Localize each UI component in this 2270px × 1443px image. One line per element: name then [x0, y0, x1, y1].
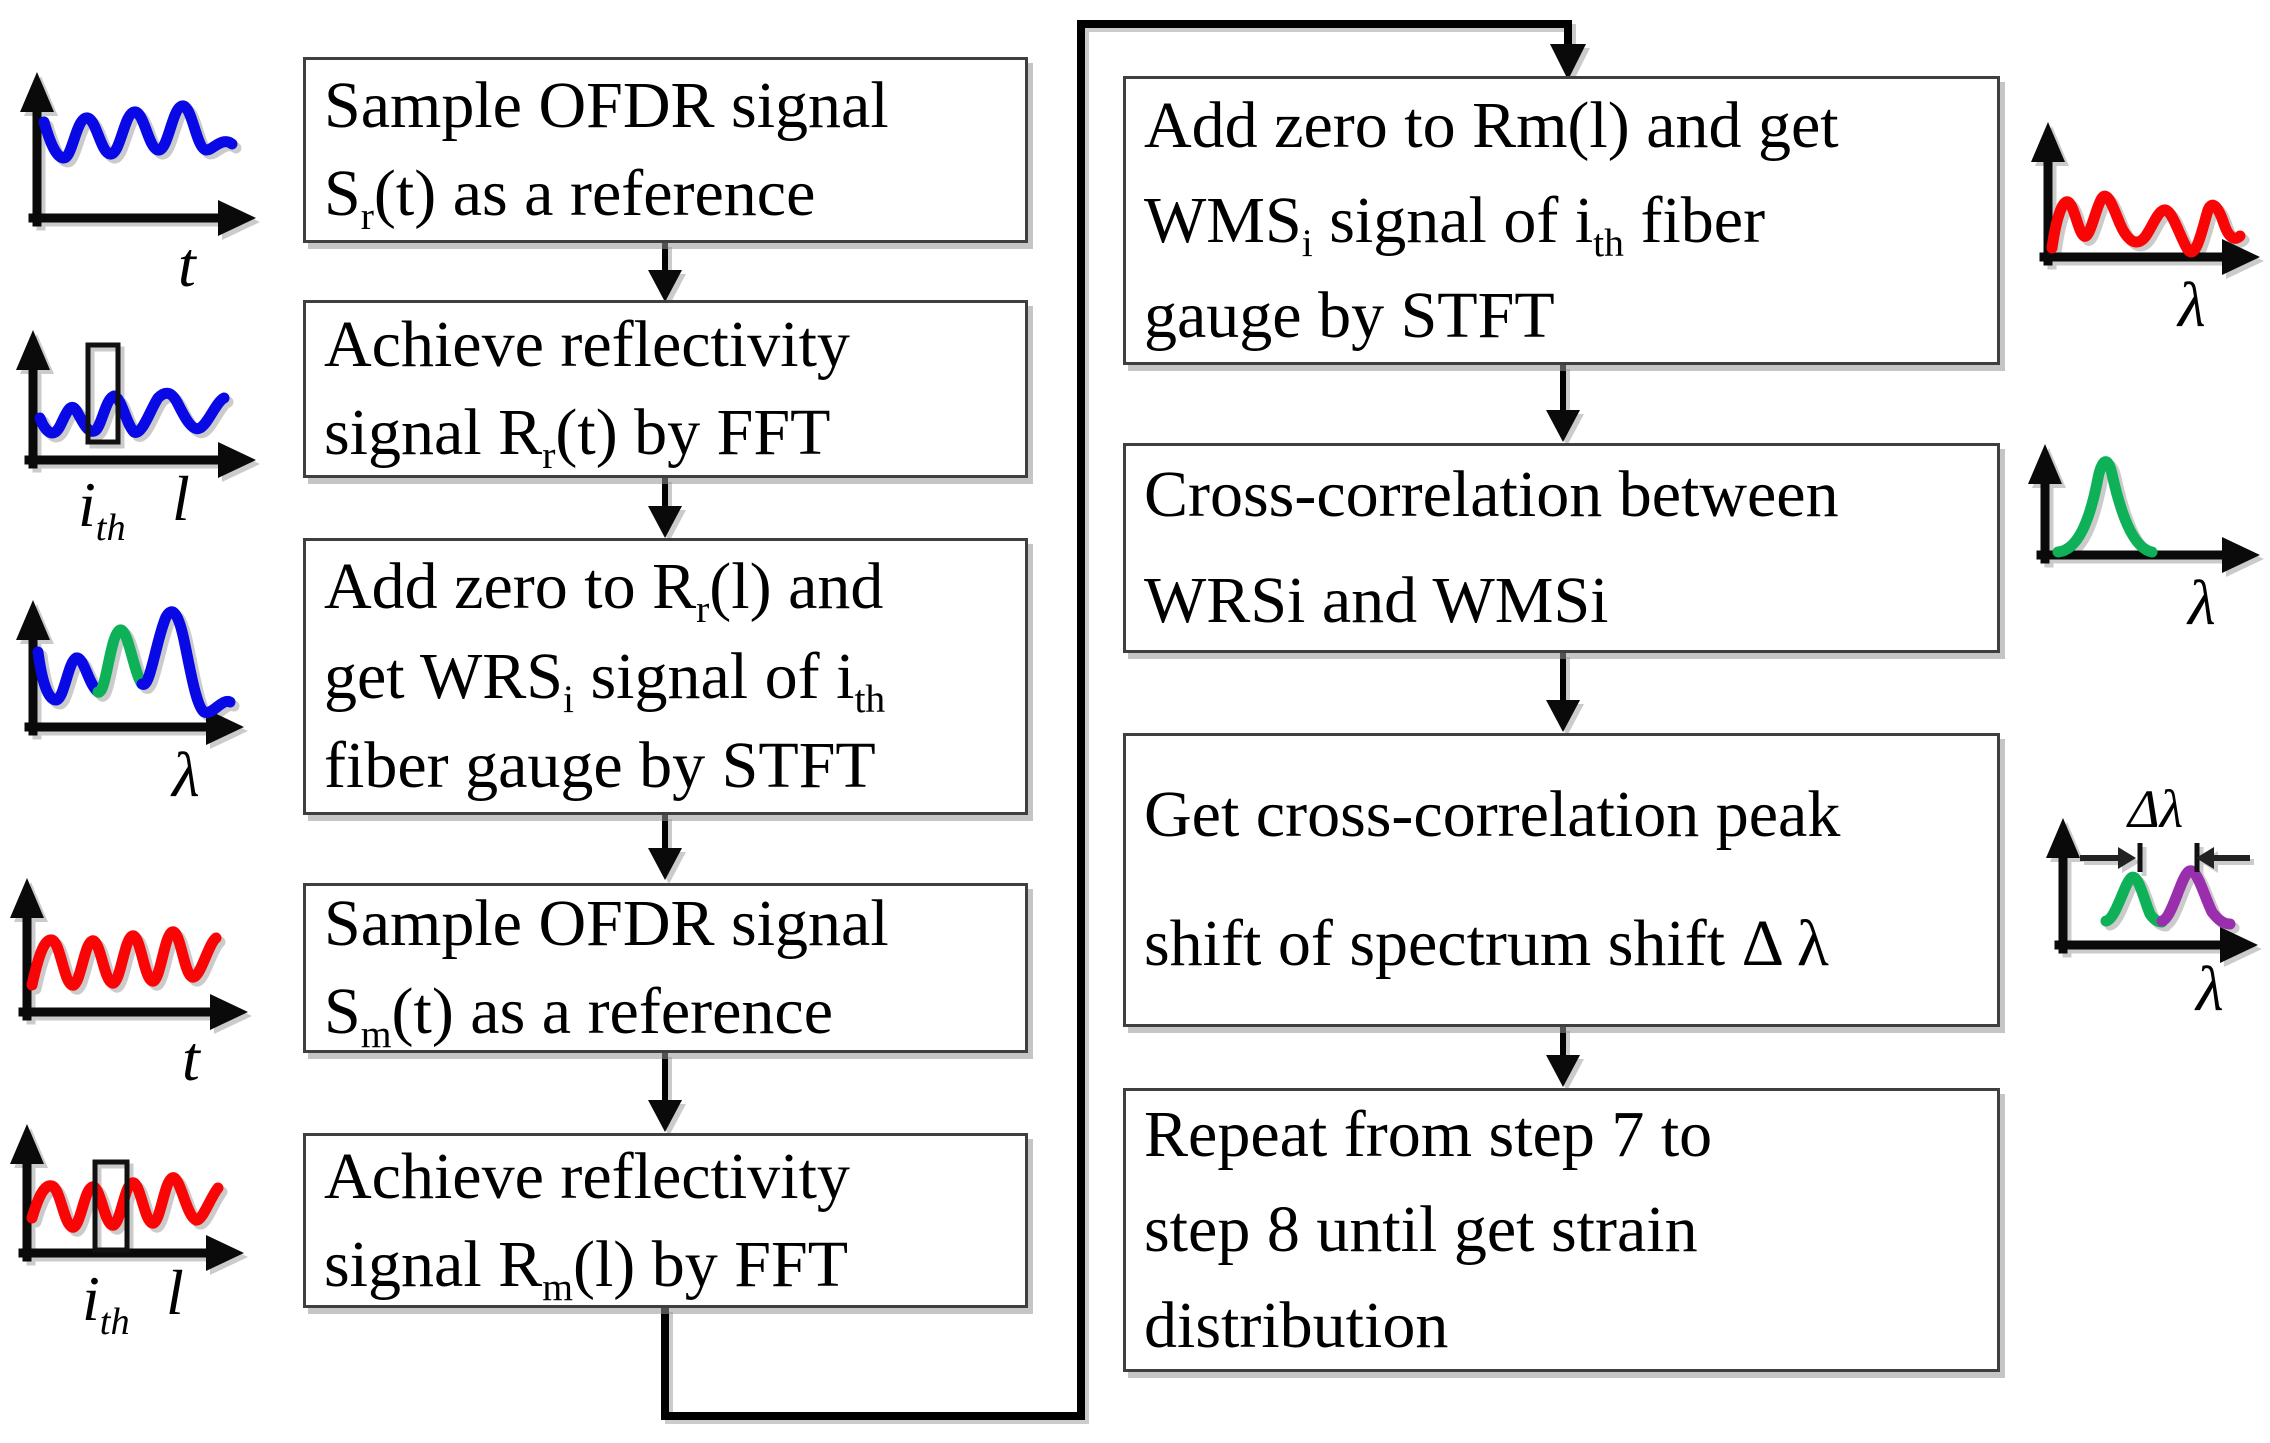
delta-lambda-annotation: Δλ — [2128, 779, 2184, 839]
ith-base: i — [82, 1263, 100, 1334]
shift-arrow-right-head — [2196, 847, 2214, 869]
blue-reflectivity-curve — [34, 387, 230, 439]
shift-green-peak — [2100, 871, 2168, 928]
plot-reference-reflectivity-distance — [16, 330, 256, 478]
ith-axis-label: ith — [78, 468, 126, 550]
ith-sub: th — [95, 506, 126, 549]
spectrum-blue-left — [32, 646, 104, 706]
plot-reference-signal-time — [20, 72, 256, 236]
shift-purple-peak — [2156, 865, 2236, 930]
red-wave-curve — [26, 926, 222, 991]
ith-sub: th — [99, 1300, 130, 1343]
lambda-axis-label: λ — [172, 739, 200, 810]
plot-measurement-signal-time — [10, 878, 248, 1030]
t-axis-label: t — [178, 229, 196, 300]
ith-base: i — [78, 469, 96, 540]
flow-arrows-right — [1546, 365, 1580, 1087]
spectrum-blue-right — [136, 606, 236, 718]
green-peak-curve — [2052, 456, 2158, 558]
gauge-window-rect — [92, 1159, 130, 1253]
lambda-axis-label: λ — [2196, 953, 2224, 1024]
blue-wave-curve — [38, 100, 238, 164]
plot-spectrum-shift — [2046, 818, 2258, 963]
plot-cross-correlation-peak — [2028, 444, 2260, 573]
spectrum-green-peak — [92, 624, 148, 698]
plot-wms-spectrum-wavelength — [2031, 122, 2260, 275]
gauge-window-rect — [85, 342, 121, 445]
t-axis-label: t — [182, 1023, 200, 1094]
plot-measurement-reflectivity-distance — [10, 1124, 244, 1271]
ith-axis-label: ith — [82, 1262, 130, 1344]
l-axis-label: l — [172, 463, 190, 534]
lambda-axis-label: λ — [2178, 269, 2206, 340]
red-reflectivity-curve — [26, 1172, 224, 1233]
shift-arrow-left-head — [2118, 847, 2136, 869]
lambda-axis-label: λ — [2188, 567, 2216, 638]
red-spectrum-curve — [2046, 190, 2246, 258]
l-axis-label: l — [166, 1257, 184, 1328]
plot-wrs-spectrum-wavelength — [16, 600, 244, 745]
flow-arrows-left — [648, 243, 682, 1132]
feedback-connector — [661, 20, 1586, 1420]
